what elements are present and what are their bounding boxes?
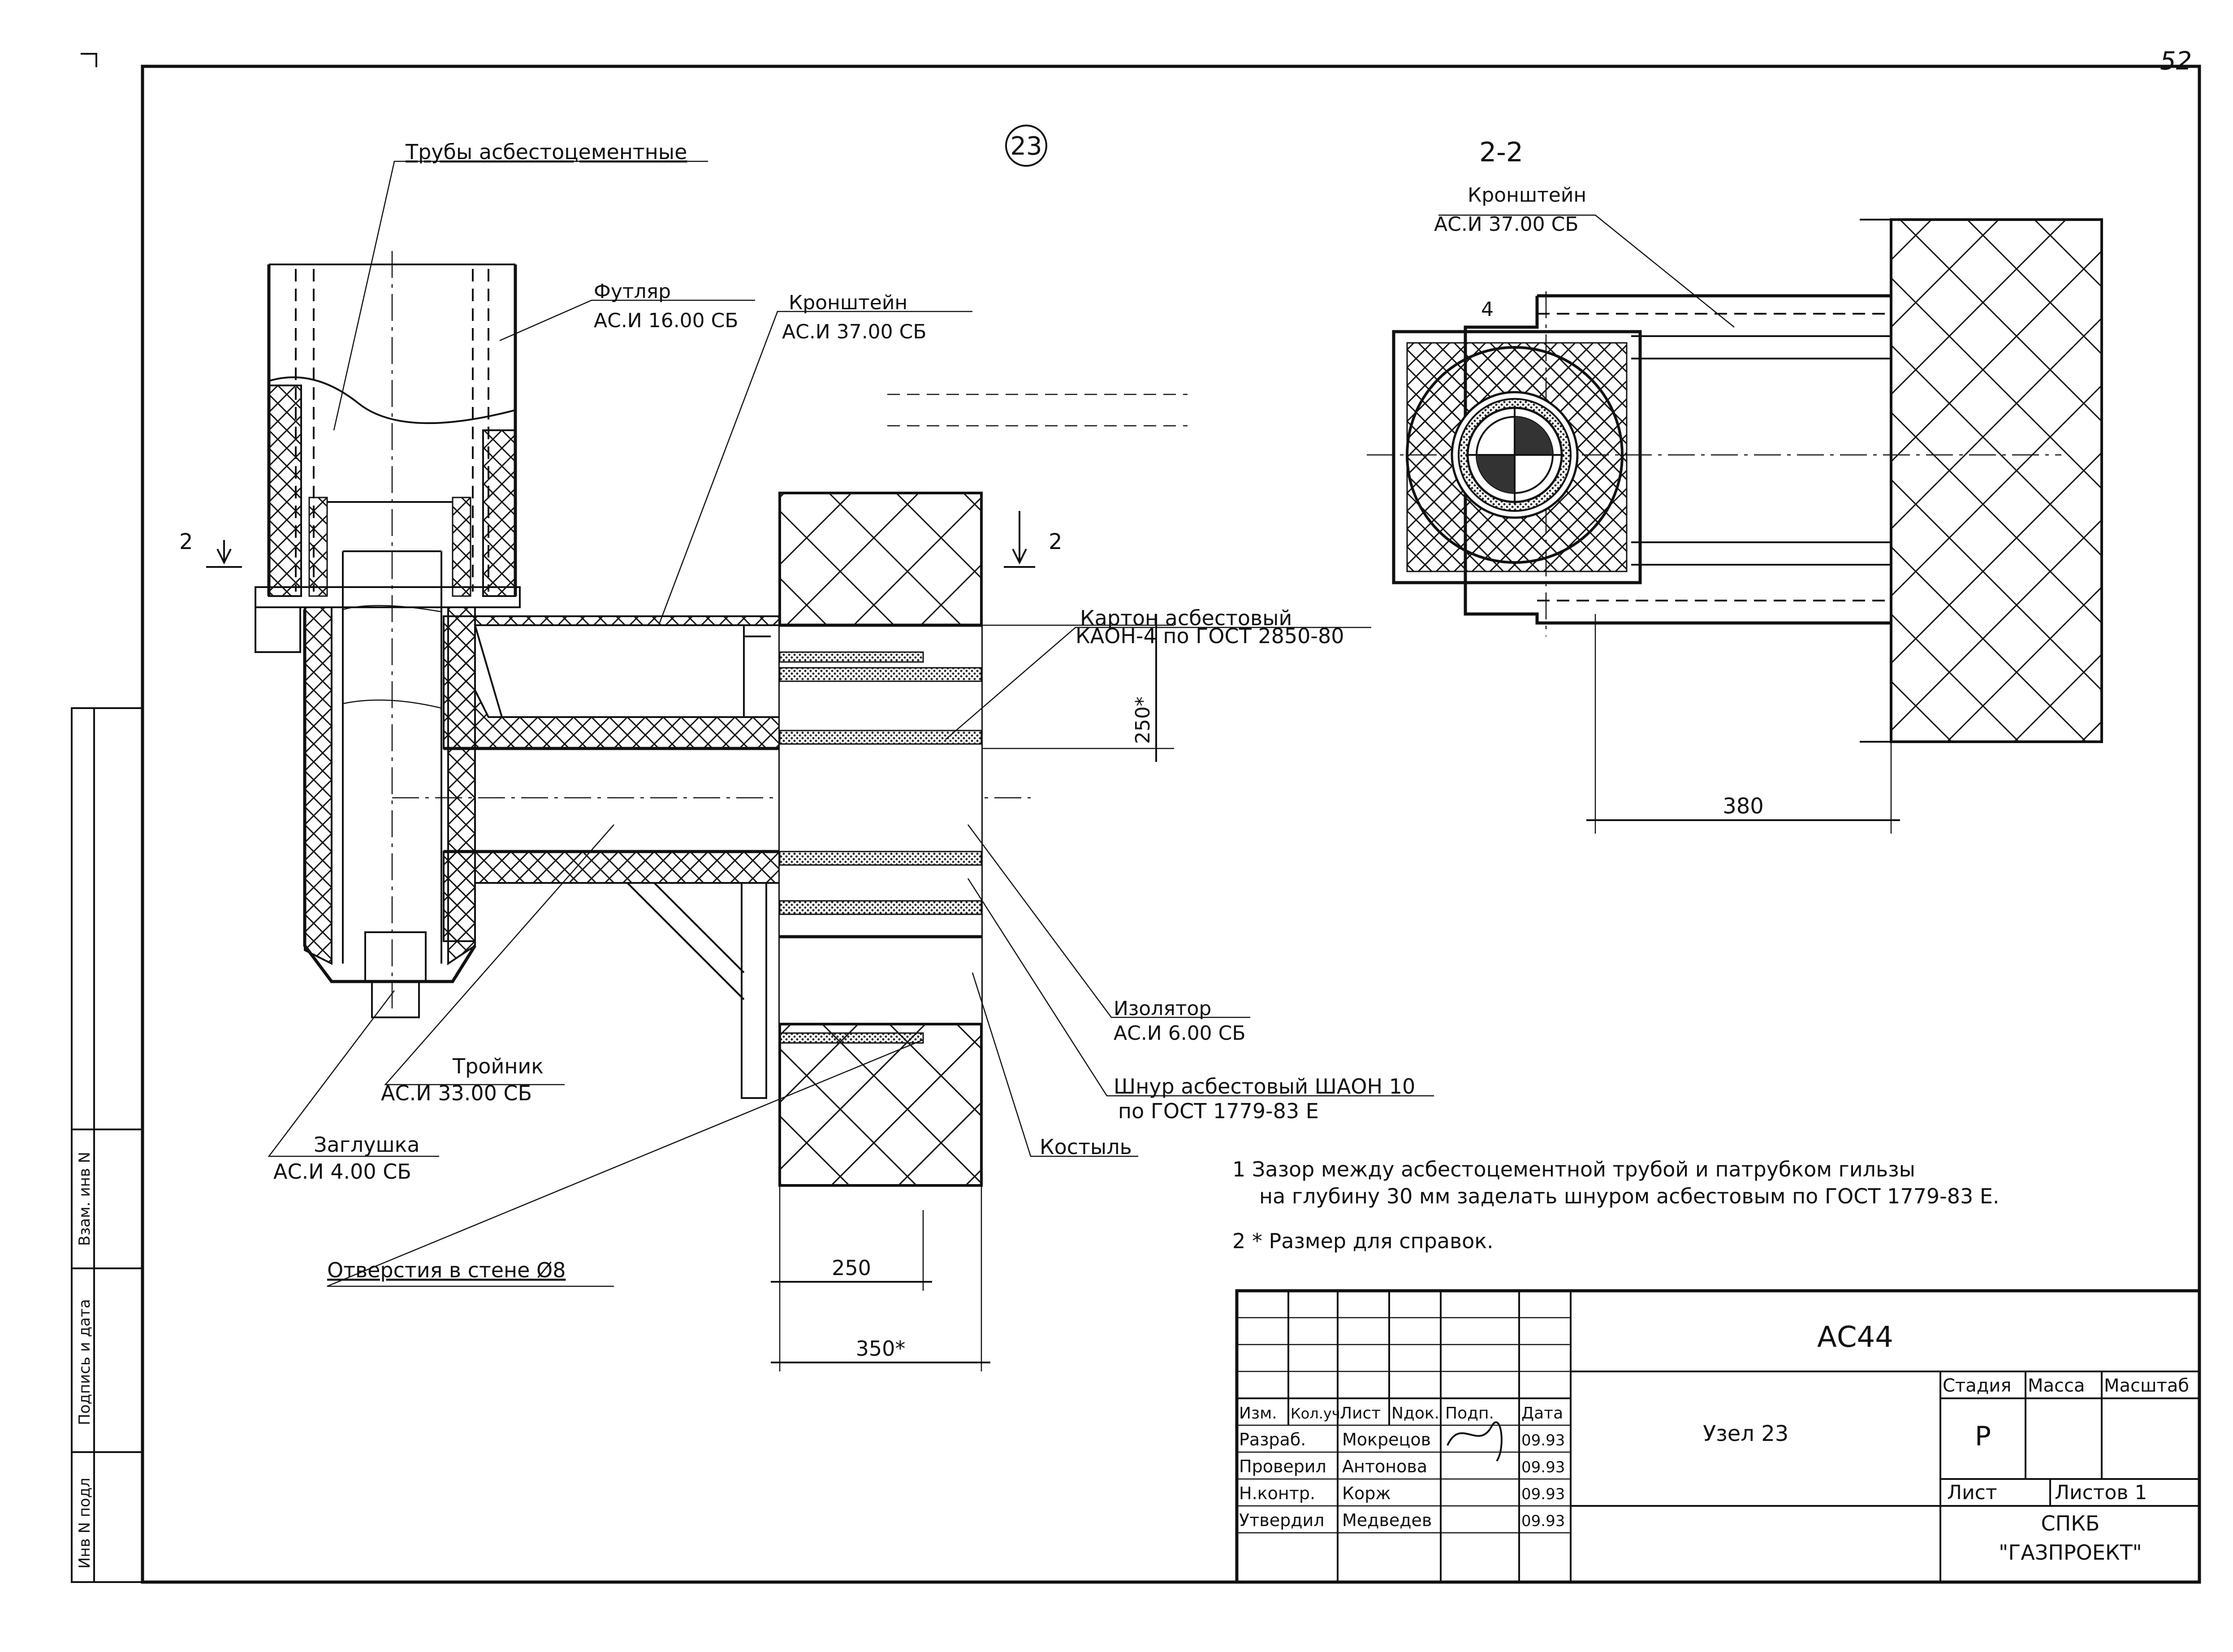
note-2: 2 * Размер для справок. bbox=[1232, 1229, 1494, 1253]
doc-code: АС44 bbox=[1817, 1321, 1893, 1354]
section-title: 2-2 bbox=[1479, 137, 1523, 168]
sign-date-label: Подпись и дата bbox=[76, 1299, 94, 1425]
org-line-1: СПКБ bbox=[2041, 1511, 2100, 1535]
label-spike: Костыль bbox=[1040, 1135, 1132, 1159]
label-pipes: Трубы асбестоцементные bbox=[405, 140, 687, 164]
label-tee-code: АС.И 33.00 СБ bbox=[381, 1081, 532, 1105]
row-3-name: Медведев bbox=[1342, 1510, 1432, 1530]
inv-podl-label: Инв N подл bbox=[76, 1478, 94, 1569]
hdr-ndok: Nдок. bbox=[1391, 1404, 1439, 1423]
drawing-title: Узел 23 bbox=[1703, 1421, 1788, 1446]
label-cardboard-name: Картон асбестовый bbox=[1080, 606, 1292, 630]
label-section-bracket-code: АС.И 37.00 СБ bbox=[1434, 213, 1579, 236]
dim-380: 380 bbox=[1723, 794, 1764, 819]
node-marker-circle bbox=[1005, 125, 1047, 167]
main-view: 2 2 250* 250 350* bbox=[179, 251, 1188, 1371]
hdr-izm: Изм. bbox=[1239, 1404, 1277, 1423]
dim-250: 250 bbox=[832, 1256, 871, 1280]
side-stamp: Взам. инв N Подпись и дата Инв N подл bbox=[71, 707, 143, 1583]
label-insulator-name: Изолятор bbox=[1114, 997, 1211, 1020]
note-1-line-2: на глубину 30 мм заделать шнуром асбесто… bbox=[1259, 1184, 2000, 1208]
hdr-podp: Подп. bbox=[1445, 1404, 1494, 1423]
section-mark-right: 2 bbox=[1049, 529, 1063, 554]
callouts: Трубы асбестоцементные Футляр АС.И 16.00… bbox=[273, 140, 1586, 1282]
row-0-date: 09.93 bbox=[1521, 1431, 1565, 1449]
section-mark-left: 2 bbox=[179, 529, 193, 554]
label-section-bracket-name: Кронштейн bbox=[1468, 184, 1586, 207]
label-plug-name: Заглушка bbox=[314, 1133, 420, 1157]
label-plug-code: АС.И 4.00 СБ bbox=[273, 1159, 411, 1184]
row-1-role: Проверил bbox=[1239, 1457, 1326, 1476]
stage-value: Р bbox=[1975, 1421, 1991, 1452]
row-0-role: Разраб. bbox=[1239, 1430, 1306, 1449]
row-2-role: Н.контр. bbox=[1239, 1483, 1315, 1503]
dim-350: 350* bbox=[856, 1336, 906, 1361]
row-1-date: 09.93 bbox=[1521, 1458, 1565, 1476]
label-holes: Отверстия в стене Ø8 bbox=[327, 1258, 566, 1282]
row-3-role: Утвердил bbox=[1239, 1510, 1324, 1530]
label-cord-spec: по ГОСТ 1779-83 Е bbox=[1118, 1099, 1319, 1123]
org-line-2: "ГАЗПРОЕКТ" bbox=[1999, 1540, 2142, 1565]
label-bracket-name: Кронштейн bbox=[789, 291, 907, 314]
row-2-name: Корж bbox=[1342, 1483, 1391, 1503]
scale-label: Масштаб bbox=[2104, 1375, 2189, 1396]
page-number: 52 bbox=[2160, 47, 2192, 76]
leader-lines bbox=[268, 160, 1434, 1287]
dim-250-vertical: 250* bbox=[1132, 696, 1154, 744]
label-tee-name: Тройник bbox=[452, 1054, 544, 1078]
label-cardboard-spec: КАОН-4 по ГОСТ 2850-80 bbox=[1075, 624, 1344, 648]
row-0-name: Мокрецов bbox=[1342, 1430, 1431, 1449]
hdr-koluch: Кол.уч. bbox=[1291, 1405, 1345, 1422]
node-marker-number: 23 bbox=[1010, 132, 1042, 161]
vzam-inv-label: Взам. инв N bbox=[76, 1152, 94, 1246]
section-pos-number: 4 bbox=[1481, 298, 1494, 321]
mass-label: Масса bbox=[2028, 1375, 2085, 1396]
hdr-data: Дата bbox=[1521, 1404, 1563, 1423]
sheet-label: Лист bbox=[1947, 1481, 1997, 1504]
label-sleeve-name: Футляр bbox=[594, 280, 671, 303]
row-1-name: Антонова bbox=[1342, 1457, 1427, 1476]
note-1-line-1: 1 Зазор между асбестоцементной трубой и … bbox=[1232, 1157, 1915, 1181]
sheets-label: Листов 1 bbox=[2055, 1481, 2147, 1504]
row-3-date: 09.93 bbox=[1521, 1512, 1565, 1530]
label-cord-name: Шнур асбестовый ШАОН 10 bbox=[1114, 1074, 1415, 1098]
label-bracket-code: АС.И 37.00 СБ bbox=[782, 320, 927, 343]
signature bbox=[1447, 1421, 1503, 1462]
notes: 1 Зазор между асбестоцементной трубой и … bbox=[1232, 1157, 2000, 1253]
corner-mark bbox=[81, 53, 97, 67]
label-sleeve-code: АС.И 16.00 СБ bbox=[594, 309, 739, 332]
section-view: 2-2 4 380 bbox=[1367, 137, 2103, 834]
label-insulator-code: АС.И 6.00 СБ bbox=[1114, 1022, 1246, 1045]
title-block: АС44 Узел 23 Изм. Кол.уч. Лист Nдок. Под… bbox=[1235, 1289, 2201, 1584]
hdr-list: Лист bbox=[1340, 1404, 1381, 1423]
stage-label: Стадия bbox=[1943, 1375, 2011, 1396]
row-2-date: 09.93 bbox=[1521, 1485, 1565, 1503]
